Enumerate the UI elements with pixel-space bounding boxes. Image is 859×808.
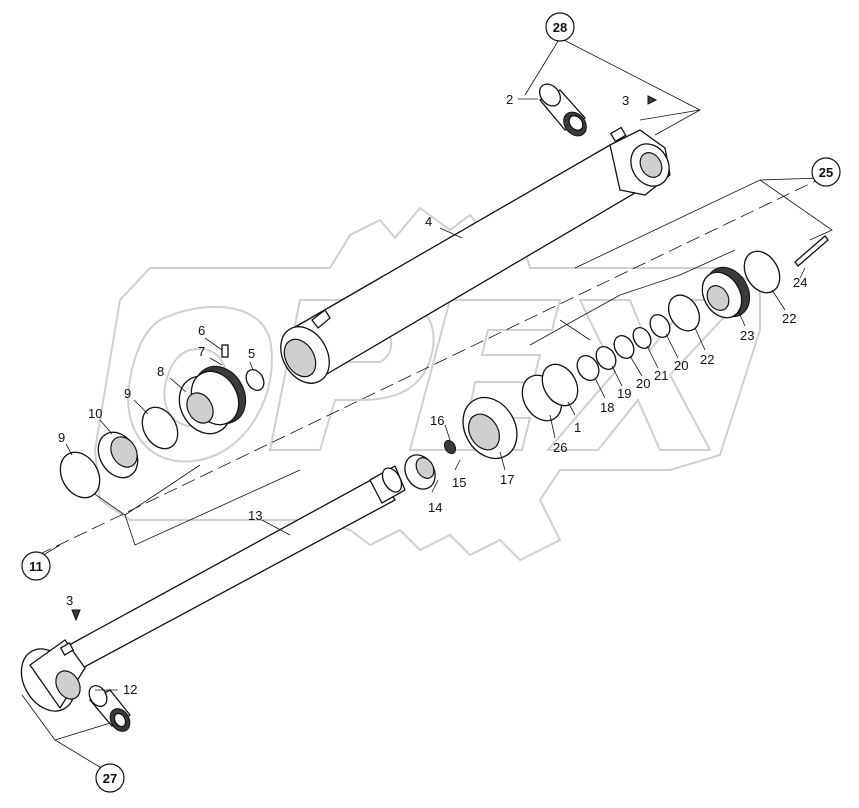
callout-28: 28 [545,12,575,42]
label-6: 6 [198,323,205,338]
label-5: 5 [248,346,255,361]
label-17: 17 [500,472,514,487]
label-10: 10 [88,406,102,421]
label-22-upper: 22 [782,311,796,326]
part-labels: 2 3 4 6 7 5 8 9 10 9 13 14 16 15 17 26 1… [58,92,807,697]
label-9-lower: 9 [58,430,65,445]
label-14: 14 [428,500,442,515]
piston-rod [20,465,406,712]
callout-27: 27 [95,763,125,793]
label-12: 12 [123,682,137,697]
label-3-bottom: 3 [66,593,73,608]
cylinder-tube [280,126,671,384]
label-18: 18 [600,400,614,415]
label-1: 1 [574,420,581,435]
svg-text:27: 27 [103,771,117,786]
arrow-markers [71,95,658,622]
group-brackets [21,37,833,773]
svg-text:25: 25 [819,165,833,180]
callout-11: 11 [21,551,51,581]
label-2: 2 [506,92,513,107]
label-4: 4 [425,214,432,229]
label-24: 24 [793,275,807,290]
label-20-lower: 20 [636,376,650,391]
bushing-bottom [88,685,131,732]
label-8: 8 [157,364,164,379]
bushing-top [538,83,587,137]
label-leaders [65,98,806,691]
label-9-upper: 9 [124,386,131,401]
label-15: 15 [452,475,466,490]
label-3-top: 3 [622,93,629,108]
label-20-upper: 20 [674,358,688,373]
assembly-axis [37,174,829,556]
seal-parts [59,235,829,499]
label-21: 21 [654,368,668,383]
piston [178,365,247,435]
label-7: 7 [198,344,205,359]
label-16: 16 [430,413,444,428]
svg-text:11: 11 [29,559,43,574]
svg-text:28: 28 [553,20,567,35]
callout-25: 25 [811,157,841,187]
label-13: 13 [248,508,262,523]
label-26: 26 [553,440,567,455]
label-23: 23 [740,328,754,343]
label-22-lower: 22 [700,352,714,367]
label-19: 19 [617,386,631,401]
